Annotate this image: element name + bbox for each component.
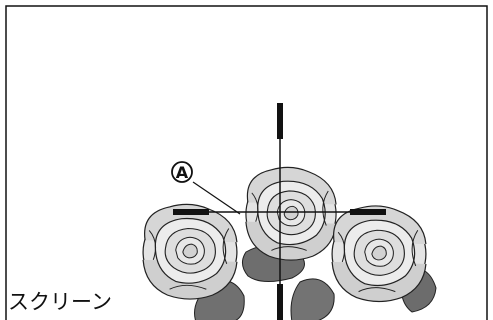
screen-label: スクリーン [8, 289, 112, 315]
rose-center [246, 167, 336, 260]
callout-a-letter: A [176, 163, 189, 182]
rose-right [332, 206, 426, 302]
rose-left [143, 204, 237, 299]
